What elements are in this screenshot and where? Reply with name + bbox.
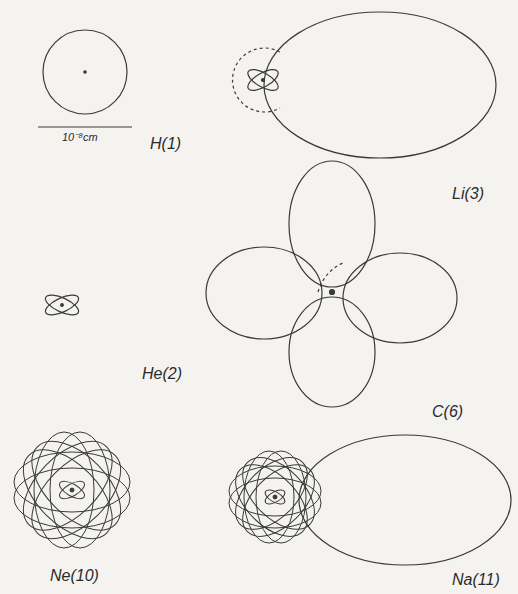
lithium-inner-orbit: [245, 65, 281, 94]
neon-orbits: [8, 426, 137, 555]
nucleus-dot: [84, 71, 86, 73]
carbon-orbit: [206, 247, 322, 339]
lithium-outer-orbit: [264, 12, 496, 158]
element-label: Ne(10): [50, 568, 99, 584]
element-label: C(6): [432, 404, 463, 420]
helium-orbit: [43, 291, 82, 319]
element-label: Li(3): [452, 186, 484, 202]
dashed-orbit-arc: [318, 262, 345, 292]
carbon-orbit: [289, 297, 375, 407]
nucleus-dot: [262, 79, 265, 82]
helium-orbit: [43, 291, 82, 319]
hydrogen-orbit: [43, 30, 127, 114]
element-label: He(2): [142, 366, 182, 382]
scale-bar: [38, 126, 132, 127]
dashed-orbit-arc: [233, 48, 280, 112]
nucleus-dot: [61, 304, 64, 307]
scale-label: 10⁻⁸cm: [62, 132, 98, 143]
nucleus-dot: [330, 290, 335, 295]
lithium-inner-orbit: [245, 65, 281, 94]
carbon-orbit: [289, 161, 375, 287]
element-label: H(1): [150, 136, 181, 152]
carbon-orbit: [343, 253, 457, 343]
sodium-orbits: [223, 435, 511, 565]
element-label: Na(11): [452, 572, 500, 588]
